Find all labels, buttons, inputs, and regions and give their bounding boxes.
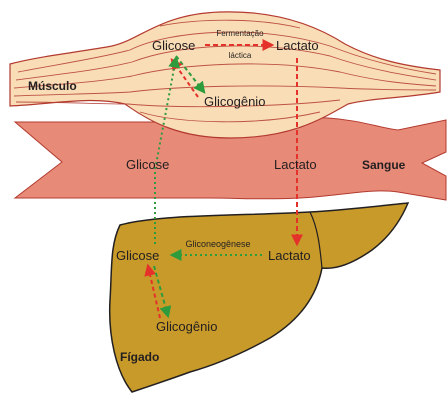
muscle-organ-label: Músculo — [28, 79, 77, 93]
liver-glycogen-label: Glicogênio — [156, 319, 217, 334]
blood-organ-label: Sangue — [362, 158, 406, 172]
liver-organ-label: Fígado — [120, 350, 159, 364]
muscle-glucose-label: Glicose — [152, 38, 195, 53]
liver-glucose-label: Glicose — [116, 248, 159, 263]
muscle-glycogen-label: Glicogênio — [204, 94, 265, 109]
muscle-lactate-label: Lactato — [276, 38, 319, 53]
gluconeogenesis-label: Gliconeogênese — [185, 239, 250, 249]
liver-lactate-label: Lactato — [268, 248, 311, 263]
blood-glucose-label: Glicose — [126, 157, 169, 172]
blood-lactate-label: Lactato — [274, 157, 317, 172]
fermentation-label-line1: Fermentação — [216, 29, 264, 38]
fermentation-label-line2: láctica — [229, 51, 252, 60]
